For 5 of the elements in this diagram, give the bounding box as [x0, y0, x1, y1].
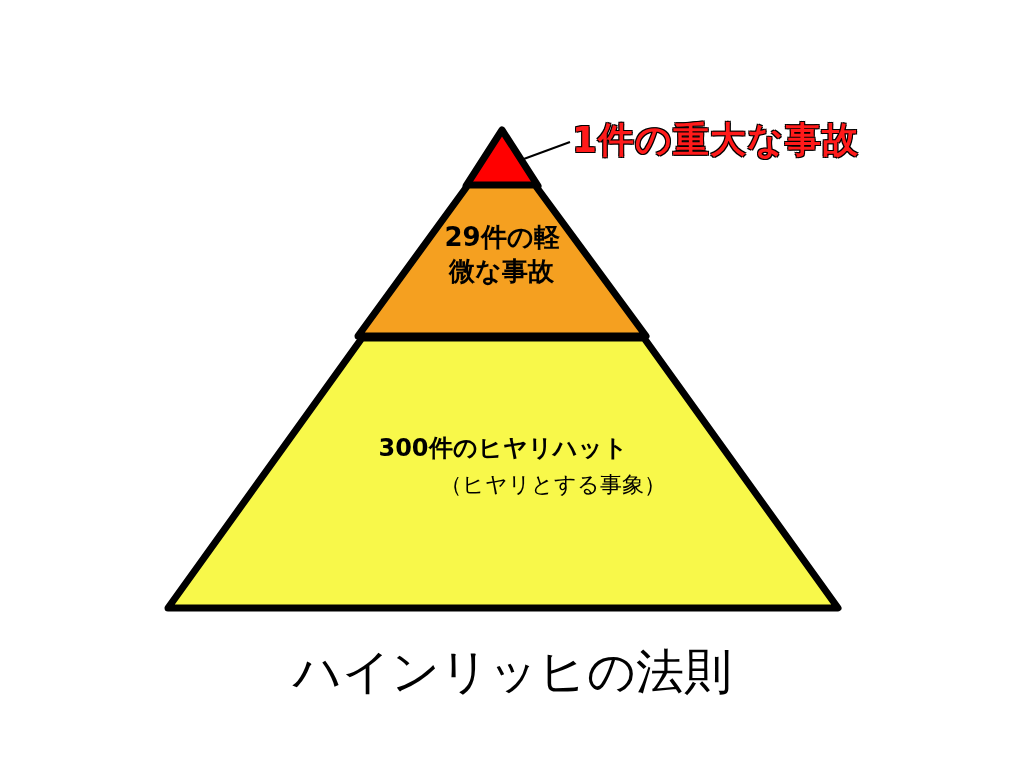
tier-label: 29件の軽微な事故: [443, 221, 561, 288]
caption: ハインリッヒの法則: [291, 642, 733, 701]
tier-label: （ヒヤリとする事象）: [439, 471, 667, 499]
tier-label: 300件のヒヤリハット: [377, 433, 629, 464]
callout-label: 1件の重大な事故: [572, 118, 860, 162]
